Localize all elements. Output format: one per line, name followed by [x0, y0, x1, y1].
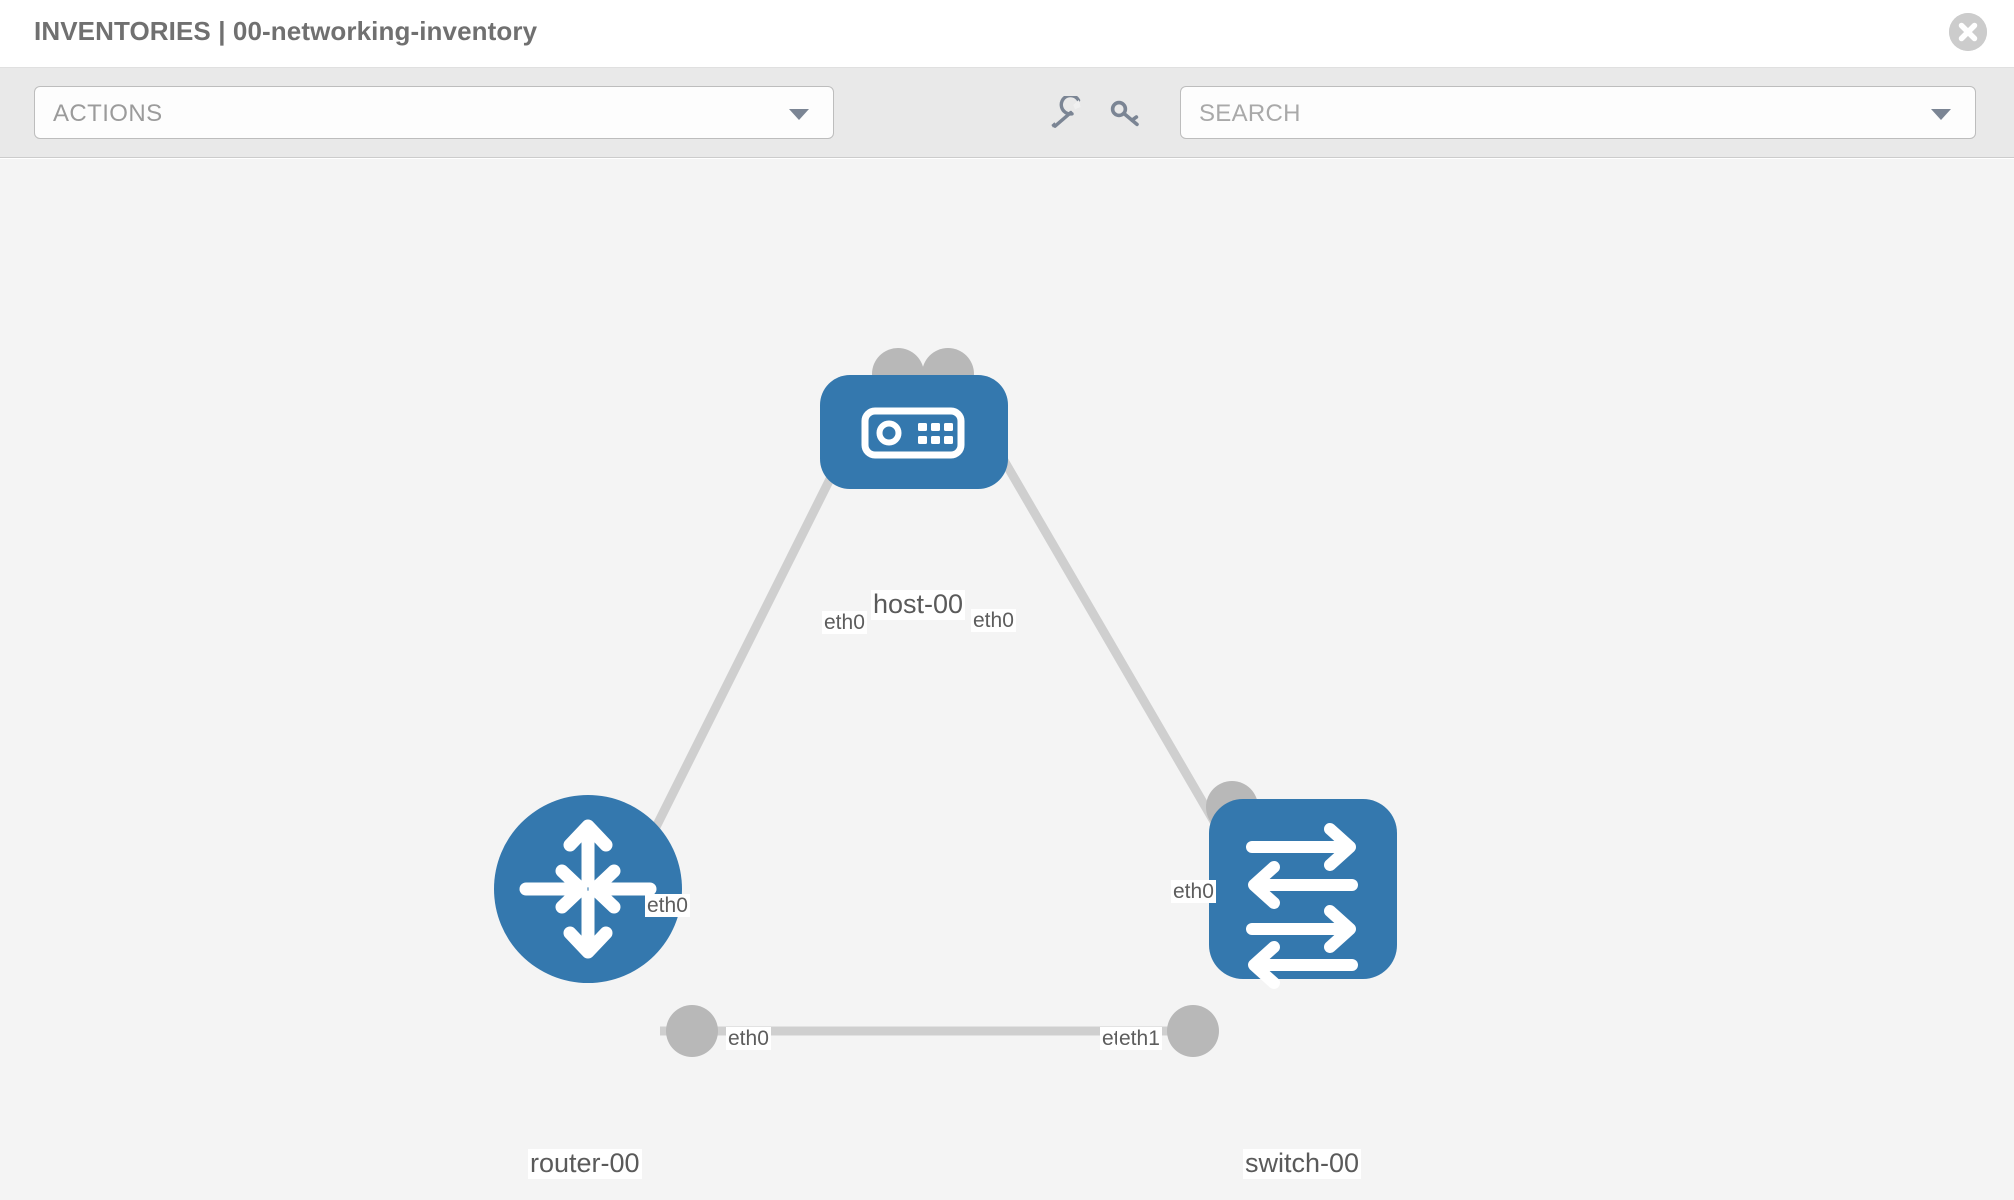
connector-switch-west — [1167, 1005, 1219, 1057]
chevron-down-icon[interactable] — [1931, 109, 1951, 120]
server-icon — [861, 407, 965, 459]
iface-label: eth0 — [645, 894, 690, 918]
iface-label: eth1 — [1117, 1027, 1162, 1051]
topology-graph — [494, 348, 1397, 1057]
node-switch-00 — [1209, 799, 1397, 989]
router-arrows-icon — [519, 819, 657, 959]
search-input[interactable]: SEARCH — [1180, 86, 1976, 139]
close-icon[interactable] — [1949, 13, 1987, 51]
page-title: INVENTORIES | 00-networking-inventory — [34, 16, 538, 46]
node-host-00 — [820, 375, 1008, 489]
iface-label: eth0 — [971, 609, 1016, 633]
chevron-down-icon — [789, 109, 809, 120]
node-label-switch-00: switch-00 — [1243, 1148, 1362, 1179]
iface-label: eth0 — [726, 1027, 771, 1051]
actions-dropdown[interactable]: ACTIONS — [34, 86, 834, 139]
node-router-00 — [494, 795, 682, 983]
key-icon[interactable] — [1108, 96, 1144, 130]
toolbar: ACTIONS SEARCH — [0, 68, 2014, 158]
node-label-router-00: router-00 — [528, 1148, 642, 1179]
search-placeholder: SEARCH — [1199, 100, 1301, 127]
switch-arrows-icon — [1246, 823, 1358, 989]
actions-dropdown-label: ACTIONS — [53, 100, 163, 127]
window-header: INVENTORIES | 00-networking-inventory — [0, 0, 2014, 68]
wrench-icon[interactable] — [1048, 93, 1084, 130]
topology-canvas[interactable]: eth0 eth0 eth0 eth0 eth0 eth0 eth1 host-… — [0, 159, 2014, 1200]
node-label-host-00: host-00 — [871, 589, 966, 620]
connector-router-east — [666, 1005, 718, 1057]
iface-label: eth0 — [1171, 880, 1216, 904]
iface-label: eth0 — [822, 611, 867, 635]
